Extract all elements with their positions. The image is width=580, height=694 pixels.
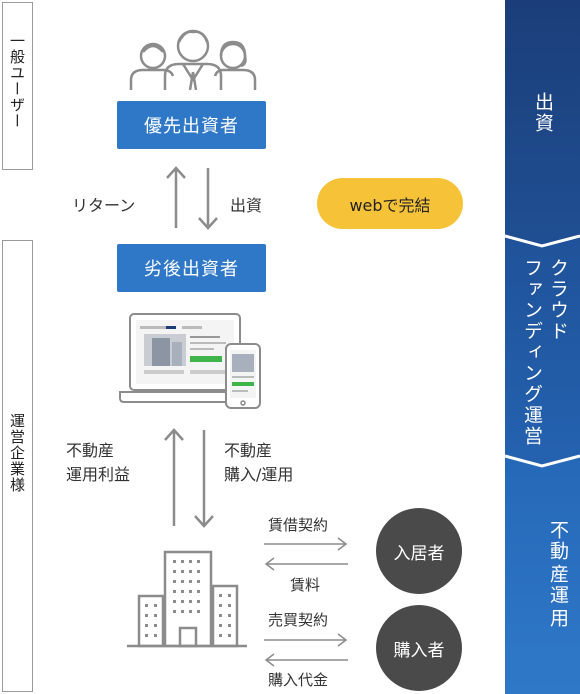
buyer-circle: 購入者	[376, 605, 462, 691]
tenant-circle: 入居者	[376, 508, 462, 594]
band-segment-realestate	[505, 456, 580, 694]
up-arrow-icon	[166, 166, 186, 228]
side-label-general-users: 一般ユーザー	[2, 2, 33, 170]
people-icon	[129, 29, 257, 90]
band-label-realestate-line2: 産運	[547, 564, 569, 606]
subordinate-investor-box: 劣後出資者	[117, 244, 266, 292]
return-label: リターン	[72, 196, 136, 215]
band-segment-investment	[505, 0, 580, 246]
investment-label: 出資	[230, 196, 263, 215]
band-segment-crowdfunding	[505, 236, 580, 466]
web-complete-badge: webで完結	[317, 178, 463, 229]
sale-arrows-icon	[264, 633, 348, 667]
down-arrow-icon	[198, 168, 218, 230]
band-label-crowdfunding: クラウド ファンディング運営	[520, 258, 576, 448]
re-income-line2: 運用利益	[66, 465, 131, 484]
side-label-general-users-text: 一般ユーザー	[8, 33, 26, 129]
band-label-crowdfunding-line1: クラウド	[547, 258, 569, 342]
band-label-investment: 出資	[532, 92, 554, 134]
long-up-arrow-icon	[164, 428, 184, 526]
re-income-line1: 不動産	[66, 441, 115, 460]
building-icon	[127, 550, 247, 648]
laptop-phone-icon	[119, 313, 261, 409]
long-down-arrow-icon	[194, 430, 214, 528]
band-label-realestate-line3: 用	[547, 608, 569, 629]
band-label-realestate-line1: 不動	[547, 520, 569, 562]
re-purchase-line1: 不動産	[224, 441, 273, 460]
sale-contract-label: 売買契約	[268, 611, 329, 629]
priority-investor-box: 優先出資者	[117, 101, 266, 149]
lease-contract-label: 賃借契約	[268, 516, 329, 534]
re-purchase-line2: 購入/運用	[224, 465, 294, 484]
band-label-realestate: 不動 産運 用	[520, 520, 576, 650]
rent-label: 賃料	[290, 576, 321, 594]
side-label-operator: 運営企業様	[2, 240, 33, 692]
band-label-crowdfunding-line2: ファンディング運営	[521, 258, 543, 447]
side-label-operator-text: 運営企業様	[8, 413, 26, 493]
lease-arrows-icon	[264, 537, 348, 571]
purchase-price-label: 購入代金	[268, 671, 329, 689]
